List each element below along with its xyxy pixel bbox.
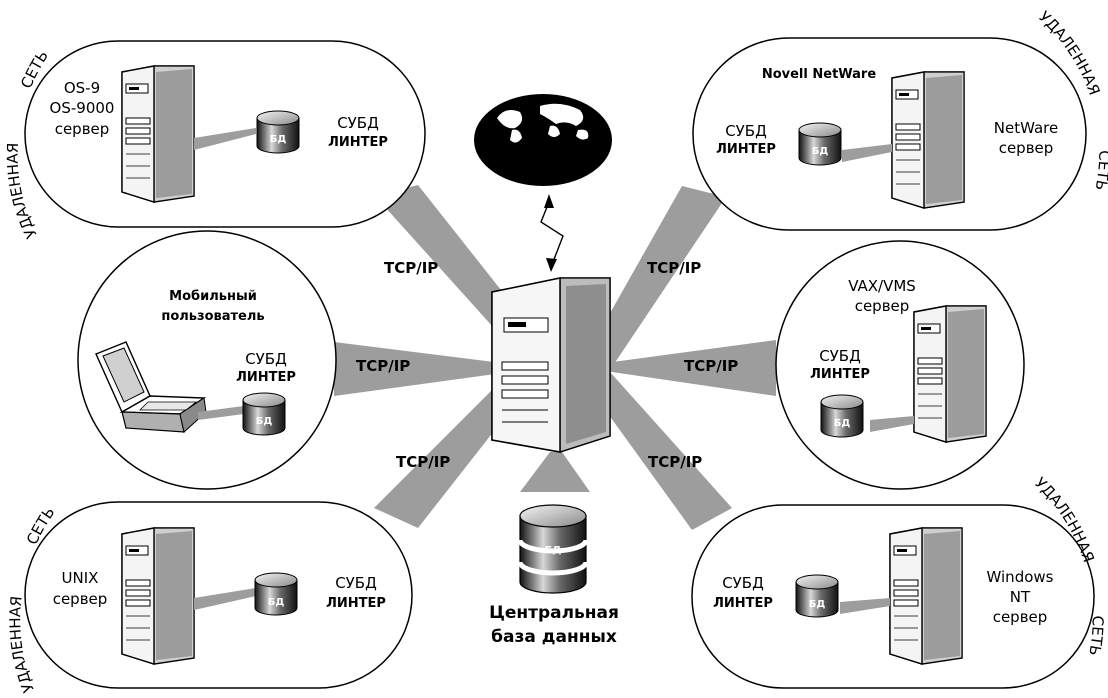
link-vax <box>605 340 776 396</box>
svg-text:БД: БД <box>256 416 273 427</box>
remote-net-frame-novell <box>692 37 1087 231</box>
link-mobile <box>334 342 510 396</box>
node-vax: БД VAX/VMS сервер СУБД ЛИНТЕР <box>775 240 1025 490</box>
novell-name-2: сервер <box>999 139 1054 157</box>
svg-text:СЕТЬ: СЕТЬ <box>1085 615 1107 657</box>
database-icon <box>256 110 300 154</box>
internet-link <box>540 194 564 272</box>
database-icon <box>798 122 842 166</box>
central-server <box>491 277 611 453</box>
server-icon <box>891 71 965 209</box>
server-icon <box>913 305 987 443</box>
novell-linter: ЛИНТЕР <box>716 142 776 157</box>
vax-dbms: СУБД <box>819 347 861 365</box>
server-icon <box>121 65 195 203</box>
winnt-linter: ЛИНТЕР <box>713 596 773 611</box>
node-mobile: БД Мобильный пользователь СУБД ЛИНТЕР <box>77 230 337 490</box>
svg-text:БД: БД <box>834 418 851 429</box>
central-db-label: БД <box>545 545 562 556</box>
database-icon <box>795 574 839 618</box>
mobile-dbms: СУБД <box>245 350 287 368</box>
vax-name-1: VAX/VMS <box>848 277 916 295</box>
tcp-label-winnt: TCP/IP <box>648 453 702 471</box>
tcp-label-mobile: TCP/IP <box>356 357 410 375</box>
internet-cloud: internet <box>474 94 612 186</box>
link-novell <box>588 186 726 367</box>
tcp-label-vax: TCP/IP <box>684 357 738 375</box>
svg-text:БД: БД <box>268 597 285 608</box>
link-central-db <box>520 452 590 492</box>
server-icon <box>889 527 963 665</box>
central-database: БД <box>517 504 589 594</box>
node-unix: БД UNIX сервер СУБД ЛИНТЕР <box>24 501 413 689</box>
unix-linter: ЛИНТЕР <box>326 596 386 611</box>
winnt-name-2: NT <box>1010 588 1031 606</box>
os9-name-3: сервер <box>55 120 110 138</box>
winnt-dbms: СУБД <box>722 574 764 592</box>
winnt-name-1: Windows <box>987 568 1054 586</box>
node-winnt: БД Windows NT сервер СУБД ЛИНТЕР <box>691 504 1095 689</box>
unix-dbms: СУБД <box>335 574 377 592</box>
tcp-label-unix: TCP/IP <box>396 453 450 471</box>
database-icon <box>242 392 286 436</box>
tcp-labels: TCP/IP TCP/IP TCP/IP TCP/IP TCP/IP TCP/I… <box>356 259 738 471</box>
mobile-title-2: пользователь <box>161 309 264 324</box>
unix-name-2: сервер <box>53 590 108 608</box>
os9-dbms: СУБД <box>337 114 379 132</box>
novell-dbms: СУБД <box>725 122 767 140</box>
unix-name-1: UNIX <box>62 569 99 587</box>
tcp-label-novell: TCP/IP <box>647 259 701 277</box>
laptop-icon <box>95 341 207 433</box>
server-icon <box>121 527 195 665</box>
link-unix <box>374 372 530 528</box>
novell-name-1: NetWare <box>994 119 1058 137</box>
database-icon <box>254 572 298 616</box>
svg-text:БД: БД <box>809 599 826 610</box>
os9-name-2: OS-9000 <box>50 99 115 117</box>
novell-title: Novell NetWare <box>762 67 877 82</box>
central-title-line1: Центральная <box>489 603 619 623</box>
vax-linter: ЛИНТЕР <box>810 367 870 382</box>
svg-text:СЕТЬ: СЕТЬ <box>1091 150 1108 192</box>
svg-text:БД: БД <box>270 134 287 145</box>
central-title-line2: база данных <box>491 627 617 647</box>
os9-name-1: OS-9 <box>64 79 100 97</box>
os9-linter: ЛИНТЕР <box>328 135 388 150</box>
node-os9: БД OS-9 OS-9000 сервер СУБД ЛИНТЕР <box>24 40 426 228</box>
node-novell: БД Novell NetWare NetWare сервер СУБД ЛИ… <box>692 37 1087 231</box>
vax-name-2: сервер <box>855 297 910 315</box>
mobile-title-1: Мобильный <box>169 289 257 304</box>
tcp-label-os9: TCP/IP <box>384 259 438 277</box>
svg-text:БД: БД <box>812 146 829 157</box>
winnt-name-3: сервер <box>993 608 1048 626</box>
link-winnt <box>588 372 732 530</box>
mobile-linter: ЛИНТЕР <box>236 370 296 385</box>
internet-label: internet <box>505 155 580 175</box>
database-icon <box>820 394 864 438</box>
